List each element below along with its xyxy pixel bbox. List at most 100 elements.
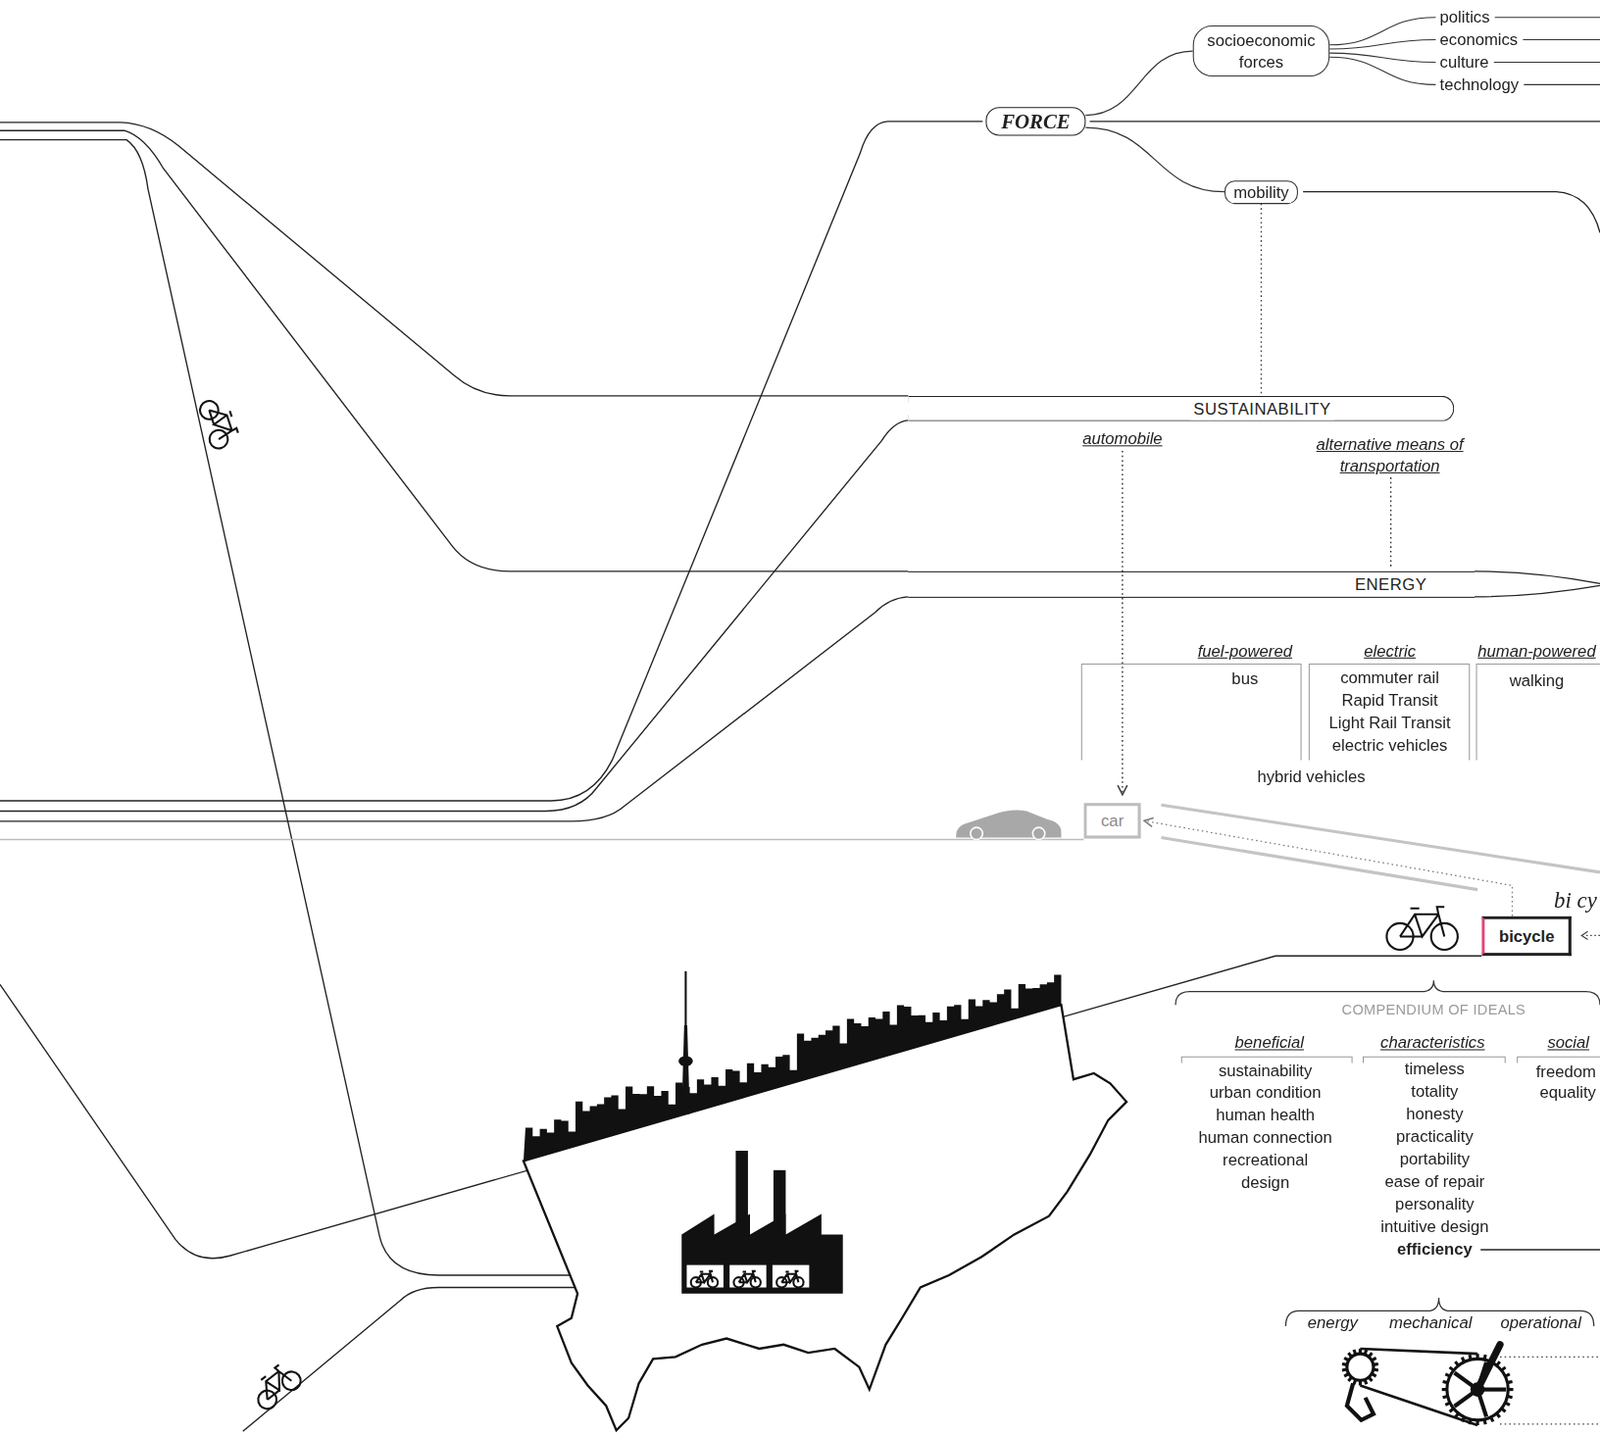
label-text: bus — [1231, 667, 1258, 690]
label-text: recreational — [1222, 1149, 1308, 1171]
leader-dotted — [1583, 935, 1600, 937]
label-text: mechanical — [1389, 1311, 1472, 1334]
rounded-box: car — [1083, 802, 1142, 839]
rule-line — [1495, 16, 1600, 18]
label-text: fuel-powered — [1198, 640, 1293, 662]
sprocket-tooth — [1363, 1379, 1369, 1386]
car-wheel — [970, 827, 983, 840]
factory — [681, 1150, 843, 1295]
bicycle-pointer — [1581, 931, 1600, 940]
label-text: social — [1547, 1032, 1590, 1054]
connector — [1260, 203, 1262, 397]
bicycle-frame — [781, 1271, 799, 1283]
label-text: automobile — [1082, 428, 1162, 450]
label-text: bi cy — [1553, 889, 1598, 911]
flow-line — [0, 597, 908, 822]
sprocket-tooth — [1453, 1360, 1460, 1367]
table-bracket — [1081, 664, 1600, 761]
sprocket-tooth — [1449, 1366, 1455, 1373]
label-text: culture — [1440, 51, 1490, 74]
flow-lines — [0, 121, 1600, 1432]
label-text: human health — [1215, 1104, 1315, 1127]
sprocket-tooth — [1495, 1360, 1501, 1367]
sprocket-tooth — [1442, 1380, 1449, 1385]
label-text: economics — [1440, 29, 1519, 51]
node-text: ENERGY — [1351, 573, 1431, 596]
bicycle-icon — [198, 395, 242, 451]
curly-brace — [1175, 980, 1600, 1005]
flow-line — [1090, 120, 1600, 122]
chain — [1359, 1349, 1478, 1426]
cn-tower-pod — [678, 1055, 694, 1066]
label-text: human connection — [1199, 1127, 1333, 1150]
rule-line — [1522, 39, 1600, 41]
sprocket-tooth — [1489, 1416, 1495, 1423]
rounded-box: socioeconomic forces — [1193, 25, 1330, 77]
leader-dotted — [1121, 450, 1123, 796]
bicycle-icons — [198, 395, 1458, 1413]
sprocket-tooth — [1467, 1354, 1472, 1361]
label-text: Rapid Transit — [1342, 689, 1439, 711]
sprocket-tooth — [1495, 1412, 1501, 1419]
connector — [1144, 820, 1512, 916]
sprocket-tooth — [1347, 1376, 1353, 1383]
node-text: SUSTAINABILITY — [1190, 398, 1334, 420]
braces — [1175, 980, 1600, 1327]
factory-body — [681, 1214, 843, 1295]
label-text: COMPENDIUM OF IDEALS — [1342, 999, 1527, 1021]
bicycle-wheel — [198, 399, 222, 423]
label-text: characteristics — [1380, 1032, 1485, 1054]
label-text: hybrid vehicles — [1256, 765, 1365, 788]
sprocket-tooth — [1342, 1362, 1349, 1367]
bicycle-frame — [1400, 906, 1445, 937]
sprocket-tooth — [1507, 1388, 1513, 1392]
road-line — [0, 839, 1084, 842]
rounded-box: mobility — [1224, 180, 1299, 204]
leader-dotted — [1500, 1356, 1600, 1425]
sprocket-ring — [1347, 1353, 1374, 1381]
node-text: car — [1100, 809, 1124, 832]
connector — [1085, 50, 1193, 116]
skyline — [523, 971, 1062, 1162]
rounded-box: FORCE — [986, 106, 1087, 136]
rule-line — [1494, 61, 1600, 63]
label-text: timeless — [1404, 1058, 1465, 1081]
leader-dotted — [1390, 477, 1392, 568]
bicycle-frame — [739, 1271, 756, 1283]
label-text: sustainability — [1218, 1059, 1312, 1082]
crank-arm — [1477, 1345, 1500, 1391]
label-text: beneficial — [1235, 1032, 1304, 1054]
factory-window — [686, 1265, 723, 1289]
sprocket-tooth — [1347, 1351, 1353, 1358]
sprocket-tooth — [1367, 1376, 1374, 1383]
label-text: walking — [1509, 669, 1565, 692]
sprocket-tooth — [1372, 1362, 1379, 1367]
sprocket-tooth — [1483, 1419, 1488, 1426]
drivetrain — [1342, 1345, 1600, 1426]
sprocket-tooth — [1352, 1350, 1358, 1356]
label-text: practicality — [1396, 1126, 1474, 1149]
sprocket-tooth — [1372, 1368, 1379, 1373]
node-text: socioeconomic forces — [1203, 29, 1319, 73]
bicycle-icon — [776, 1271, 803, 1289]
derailleur — [1347, 1383, 1374, 1420]
label-text: urban condition — [1209, 1082, 1322, 1104]
label-text: design — [1241, 1171, 1290, 1194]
label-text: technology — [1440, 73, 1520, 96]
sprocket-tooth — [1370, 1356, 1377, 1362]
band-line — [1160, 804, 1600, 890]
rule-line — [1523, 84, 1600, 86]
car-band — [0, 804, 1600, 890]
label-text: Light Rail Transit — [1329, 711, 1451, 734]
fan-line — [1329, 40, 1436, 50]
fan-line — [1329, 17, 1436, 46]
flow-line — [0, 140, 658, 1276]
sprocket-tooth — [1460, 1356, 1466, 1363]
bicycle-icon — [691, 1271, 718, 1289]
label-text: politics — [1440, 6, 1491, 29]
node-text: FORCE — [1000, 109, 1071, 133]
sprocket-tooth — [1483, 1354, 1488, 1361]
label-text: freedom — [1536, 1060, 1597, 1083]
bicycle-icon — [247, 1359, 304, 1414]
